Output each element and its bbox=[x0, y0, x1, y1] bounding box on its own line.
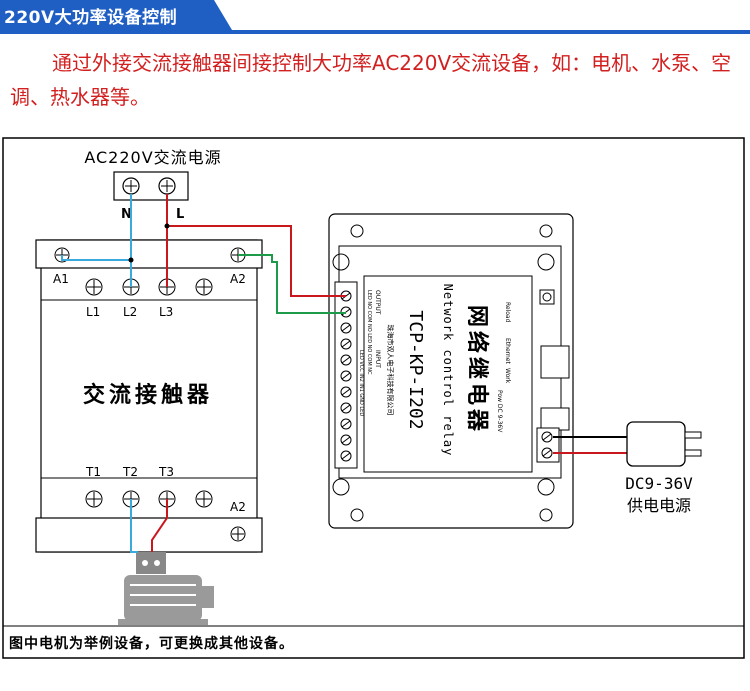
relay-name: 网络继电器 bbox=[464, 305, 490, 435]
a2-label: A2 bbox=[230, 272, 246, 286]
t3-label: T3 bbox=[158, 465, 174, 479]
relay-output-label: OUTPUT bbox=[374, 290, 381, 315]
relay-model: TCP-KP-I202 bbox=[405, 310, 426, 429]
ac-source-label: AC220V交流电源 bbox=[84, 148, 221, 167]
n-label: N bbox=[121, 207, 132, 222]
network-relay bbox=[328, 213, 574, 529]
relay-ethernet: Ethernet bbox=[504, 338, 511, 364]
relay-company: 珠海市双人电子科技有限公司 bbox=[386, 325, 395, 416]
wire-a2-green bbox=[238, 254, 346, 314]
header-underline bbox=[0, 30, 750, 34]
wire-t3-red bbox=[151, 499, 168, 552]
relay-work: Work bbox=[504, 368, 511, 384]
wire-t2-blue bbox=[130, 499, 138, 553]
motor-icon bbox=[118, 552, 214, 625]
dc-voltage-label: DC9-36V bbox=[625, 474, 693, 493]
relay-input-label: INPUT bbox=[374, 350, 381, 368]
dc-source-label: 供电电源 bbox=[627, 496, 691, 515]
l1-label: L1 bbox=[86, 305, 100, 319]
junction-l bbox=[164, 223, 170, 229]
t2-label: T2 bbox=[122, 465, 138, 479]
section-header: 220V大功率设备控制 bbox=[0, 0, 750, 34]
l-label: L bbox=[176, 207, 184, 222]
intro-text: 通过外接交流接触器间接控制大功率AC220V交流设备，如：电机、水泵、空调、热水… bbox=[10, 51, 732, 109]
ac-terminal-block bbox=[113, 171, 189, 201]
a2-bottom-terminal bbox=[230, 526, 246, 542]
diagram-frame bbox=[2, 137, 745, 659]
wire-a1-blue bbox=[61, 255, 131, 261]
l3-label: L3 bbox=[159, 305, 173, 319]
relay-power: Pow DC 9-36V bbox=[496, 390, 503, 433]
footer-note: 图中电机为举例设备，可更换成其他设备。 bbox=[9, 636, 294, 652]
l2-label: L2 bbox=[123, 305, 137, 319]
section-title: 220V大功率设备控制 bbox=[4, 8, 178, 28]
contactor-label: 交流接触器 bbox=[83, 382, 213, 408]
a1-label: A1 bbox=[53, 272, 69, 286]
relay-terminal-row2: LED VCC IN2 IN1 GND LED bbox=[358, 350, 364, 416]
contactor bbox=[35, 239, 263, 553]
relay-reload: Reload bbox=[504, 302, 511, 323]
relay-name-en: Network control relay bbox=[441, 284, 455, 457]
intro-paragraph: 通过外接交流接触器间接控制大功率AC220V交流设备，如：电机、水泵、空调、热水… bbox=[10, 46, 740, 114]
relay-terminal-row1: LED NO COM NO LED NO COM NC bbox=[366, 290, 372, 375]
a2-bottom-label: A2 bbox=[230, 500, 246, 514]
t1-label: T1 bbox=[85, 465, 101, 479]
wires bbox=[61, 194, 627, 553]
junction-n bbox=[128, 257, 134, 263]
dc-adapter-icon bbox=[626, 421, 702, 467]
header-bar bbox=[0, 0, 232, 30]
wire-l-to-relay bbox=[167, 225, 346, 297]
